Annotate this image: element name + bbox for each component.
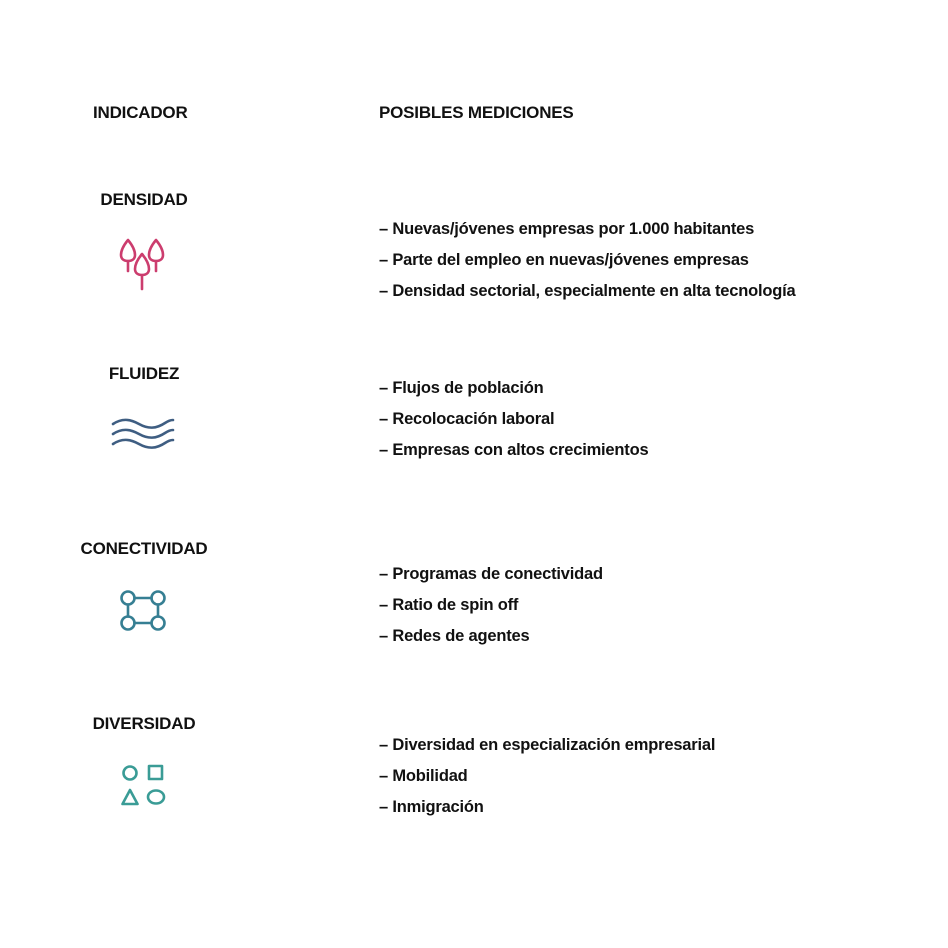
indicator-title: CONECTIVIDAD [80, 539, 208, 558]
list-item: – Flujos de población [379, 379, 544, 397]
connected-nodes-icon [110, 580, 178, 648]
shapes-icon [110, 754, 178, 822]
indicator-title: DENSIDAD [100, 190, 188, 209]
list-item: – Diversidad en especialización empresar… [379, 736, 716, 754]
list-item: – Parte del empleo en nuevas/jóvenes emp… [379, 251, 749, 269]
list-item: – Nuevas/jóvenes empresas por 1.000 habi… [379, 220, 755, 238]
measurements-list: – Programas de conectividad – Ratio de s… [379, 564, 603, 657]
indicator-title: FLUIDEZ [108, 364, 180, 383]
list-item: – Empresas con altos crecimientos [379, 441, 649, 459]
waves-icon [110, 402, 178, 470]
list-item: – Programas de conectividad [379, 565, 603, 583]
list-item: – Recolocación laboral [379, 410, 555, 428]
list-item: – Redes de agentes [379, 627, 530, 645]
indicator-title: DIVERSIDAD [92, 714, 196, 733]
list-item: – Mobilidad [379, 767, 468, 785]
measurements-list: – Diversidad en especialización empresar… [379, 735, 715, 828]
list-item: – Densidad sectorial, especialmente en a… [379, 282, 796, 300]
seedlings-icon [110, 231, 178, 299]
list-item: – Ratio de spin off [379, 596, 519, 614]
header-indicator: INDICADOR [93, 103, 188, 122]
list-item: – Inmigración [379, 798, 484, 816]
measurements-list: – Nuevas/jóvenes empresas por 1.000 habi… [379, 219, 796, 312]
header-measurements: POSIBLES MEDICIONES [379, 103, 574, 122]
measurements-list: – Flujos de población – Recolocación lab… [379, 378, 649, 471]
